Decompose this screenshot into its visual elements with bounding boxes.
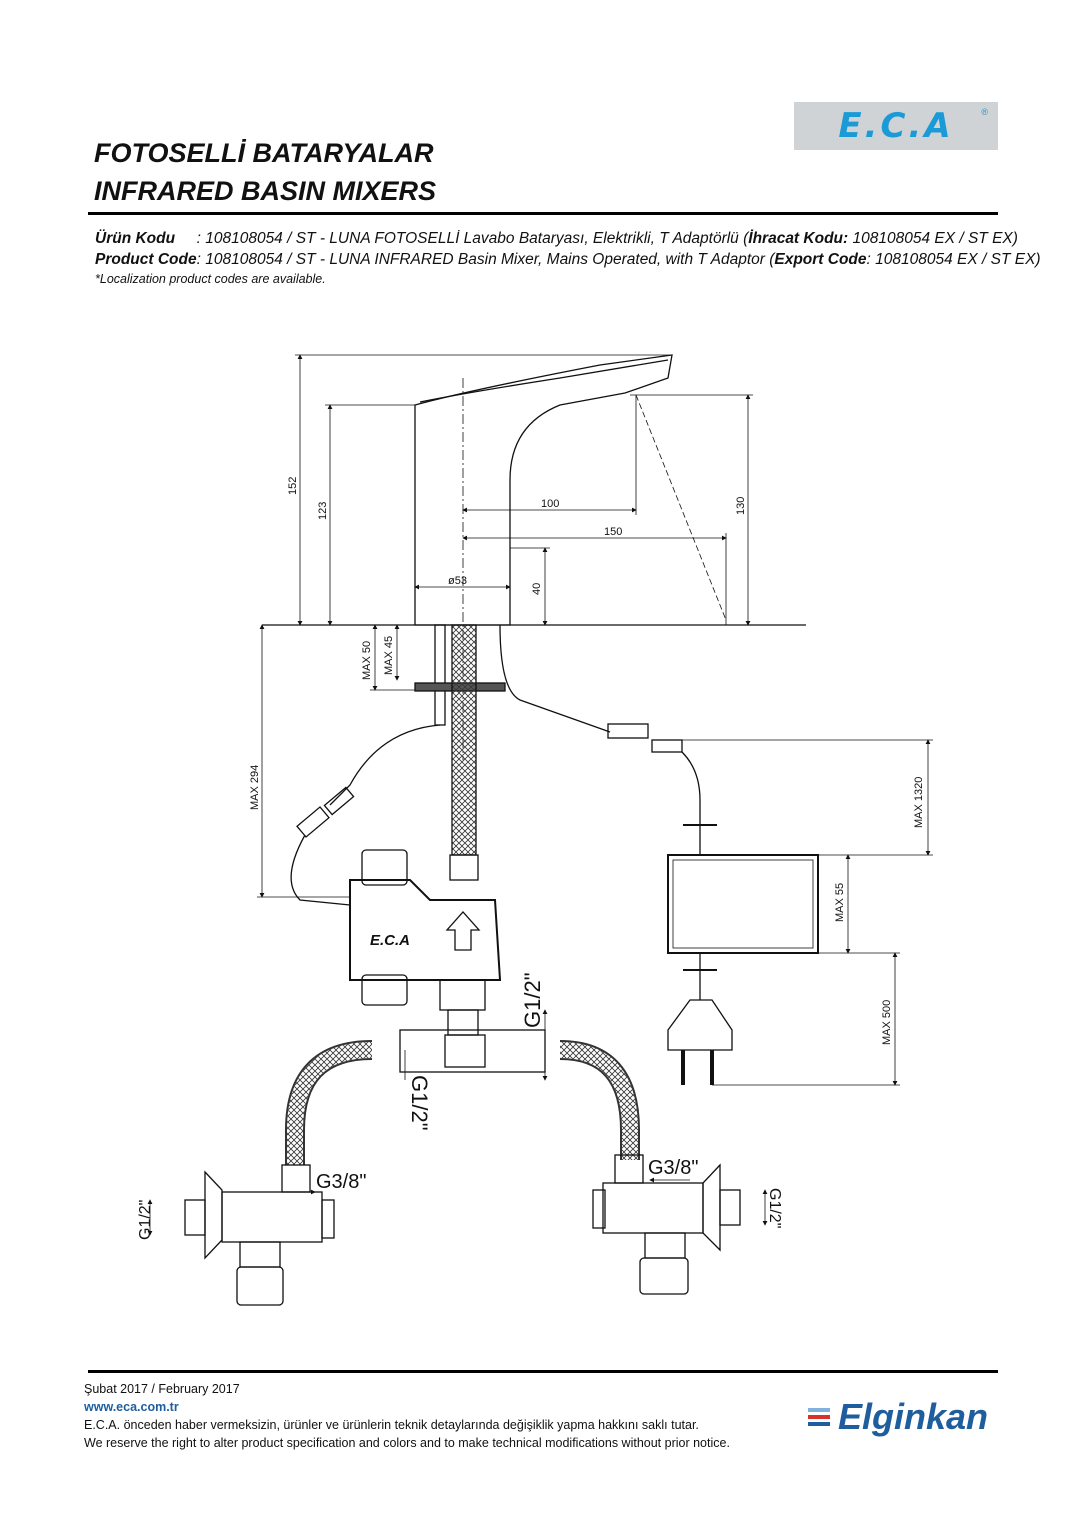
footer: Şubat 2017 / February 2017 www.eca.com.t… [84, 1380, 730, 1452]
dim-100: 100 [541, 498, 559, 510]
dim-max-55: MAX 55 [834, 883, 846, 922]
thread-g12-top: G1/2" [520, 972, 545, 1028]
supply-hose [451, 624, 477, 856]
registered-mark: ® [981, 107, 988, 117]
cable-connector [607, 723, 649, 739]
website-link[interactable]: www.eca.com.tr [84, 1400, 179, 1414]
eca-logo-text: E.C.A [838, 106, 954, 146]
dim-40: 40 [531, 583, 543, 595]
text: : 108108054 EX / ST EX) [866, 251, 1041, 268]
sensor-beam [635, 394, 727, 621]
product-code-tr: Ürün Kodu : 108108054 / ST - LUNA FOTOSE… [95, 228, 1041, 249]
right-angle-valve [592, 1154, 741, 1295]
dim-max-1320: MAX 1320 [913, 777, 925, 828]
thread-g12-mid: G1/2" [407, 1075, 432, 1131]
dim-123: 123 [317, 502, 329, 520]
disclaimer-tr: E.C.A. önceden haber vermeksizin, ürünle… [84, 1418, 699, 1432]
mounting-rod [434, 624, 446, 726]
label: Product Code [95, 251, 197, 268]
thread-g12-right: G1/2" [766, 1188, 783, 1228]
flow-arrow-icon [445, 911, 481, 951]
elginkan-logo: Elginkan [808, 1396, 988, 1438]
title-en: INFRARED BASIN MIXERS [94, 176, 437, 206]
product-codes: Ürün Kodu : 108108054 / ST - LUNA FOTOSE… [95, 228, 1041, 288]
eca-logo: E.C.A ® [794, 102, 998, 150]
dim-max-45: MAX 45 [383, 636, 395, 675]
dim-150: 150 [604, 526, 622, 538]
elginkan-bars-icon [808, 1408, 830, 1426]
dim-max-294: MAX 294 [249, 765, 261, 810]
left-angle-valve [184, 1164, 335, 1306]
thread-g12-left: G1/2" [137, 1200, 154, 1240]
dim-max-500: MAX 500 [881, 1000, 893, 1045]
text: 108108054 EX / ST EX) [848, 230, 1018, 247]
text: : 108108054 / ST - LUNA FOTOSELLİ Lavabo… [175, 230, 749, 247]
text: : 108108054 / ST - LUNA INFRARED Basin M… [196, 251, 775, 268]
dim-130: 130 [735, 497, 747, 515]
t-adaptor [399, 1029, 546, 1073]
control-box-logo: E.C.A [370, 932, 410, 949]
footer-divider [88, 1370, 998, 1373]
dim-max-50: MAX 50 [361, 641, 373, 680]
sensor-cable [499, 624, 611, 733]
power-adapter [667, 854, 819, 954]
bracket [361, 849, 408, 886]
cable-connector [651, 739, 683, 753]
right-hose [559, 1042, 638, 1160]
disclaimer-en: We reserve the right to alter product sp… [84, 1436, 730, 1450]
label: Export Code [774, 251, 867, 268]
product-code-en: Product Code: 108108054 / ST - LUNA INFR… [95, 249, 1041, 270]
bracket [361, 974, 408, 1006]
dim-152: 152 [287, 477, 299, 495]
footer-date: Şubat 2017 / February 2017 [84, 1382, 240, 1396]
left-hose [287, 1042, 373, 1165]
faucet-body [414, 354, 673, 626]
dim-diameter-53: ø53 [448, 575, 467, 587]
label: İhracat Kodu: [748, 230, 849, 247]
elginkan-text: Elginkan [838, 1396, 989, 1437]
power-plug [667, 999, 733, 1051]
title-tr: FOTOSELLİ BATARYALAR [94, 138, 434, 168]
solenoid-control-box [349, 879, 502, 981]
header-divider [88, 212, 998, 215]
thread-g38-left: G3/8" [316, 1171, 366, 1193]
label: Ürün Kodu [95, 230, 176, 247]
thread-g38-right: G3/8" [648, 1157, 698, 1179]
localization-note: *Localization product codes are availabl… [95, 272, 326, 286]
